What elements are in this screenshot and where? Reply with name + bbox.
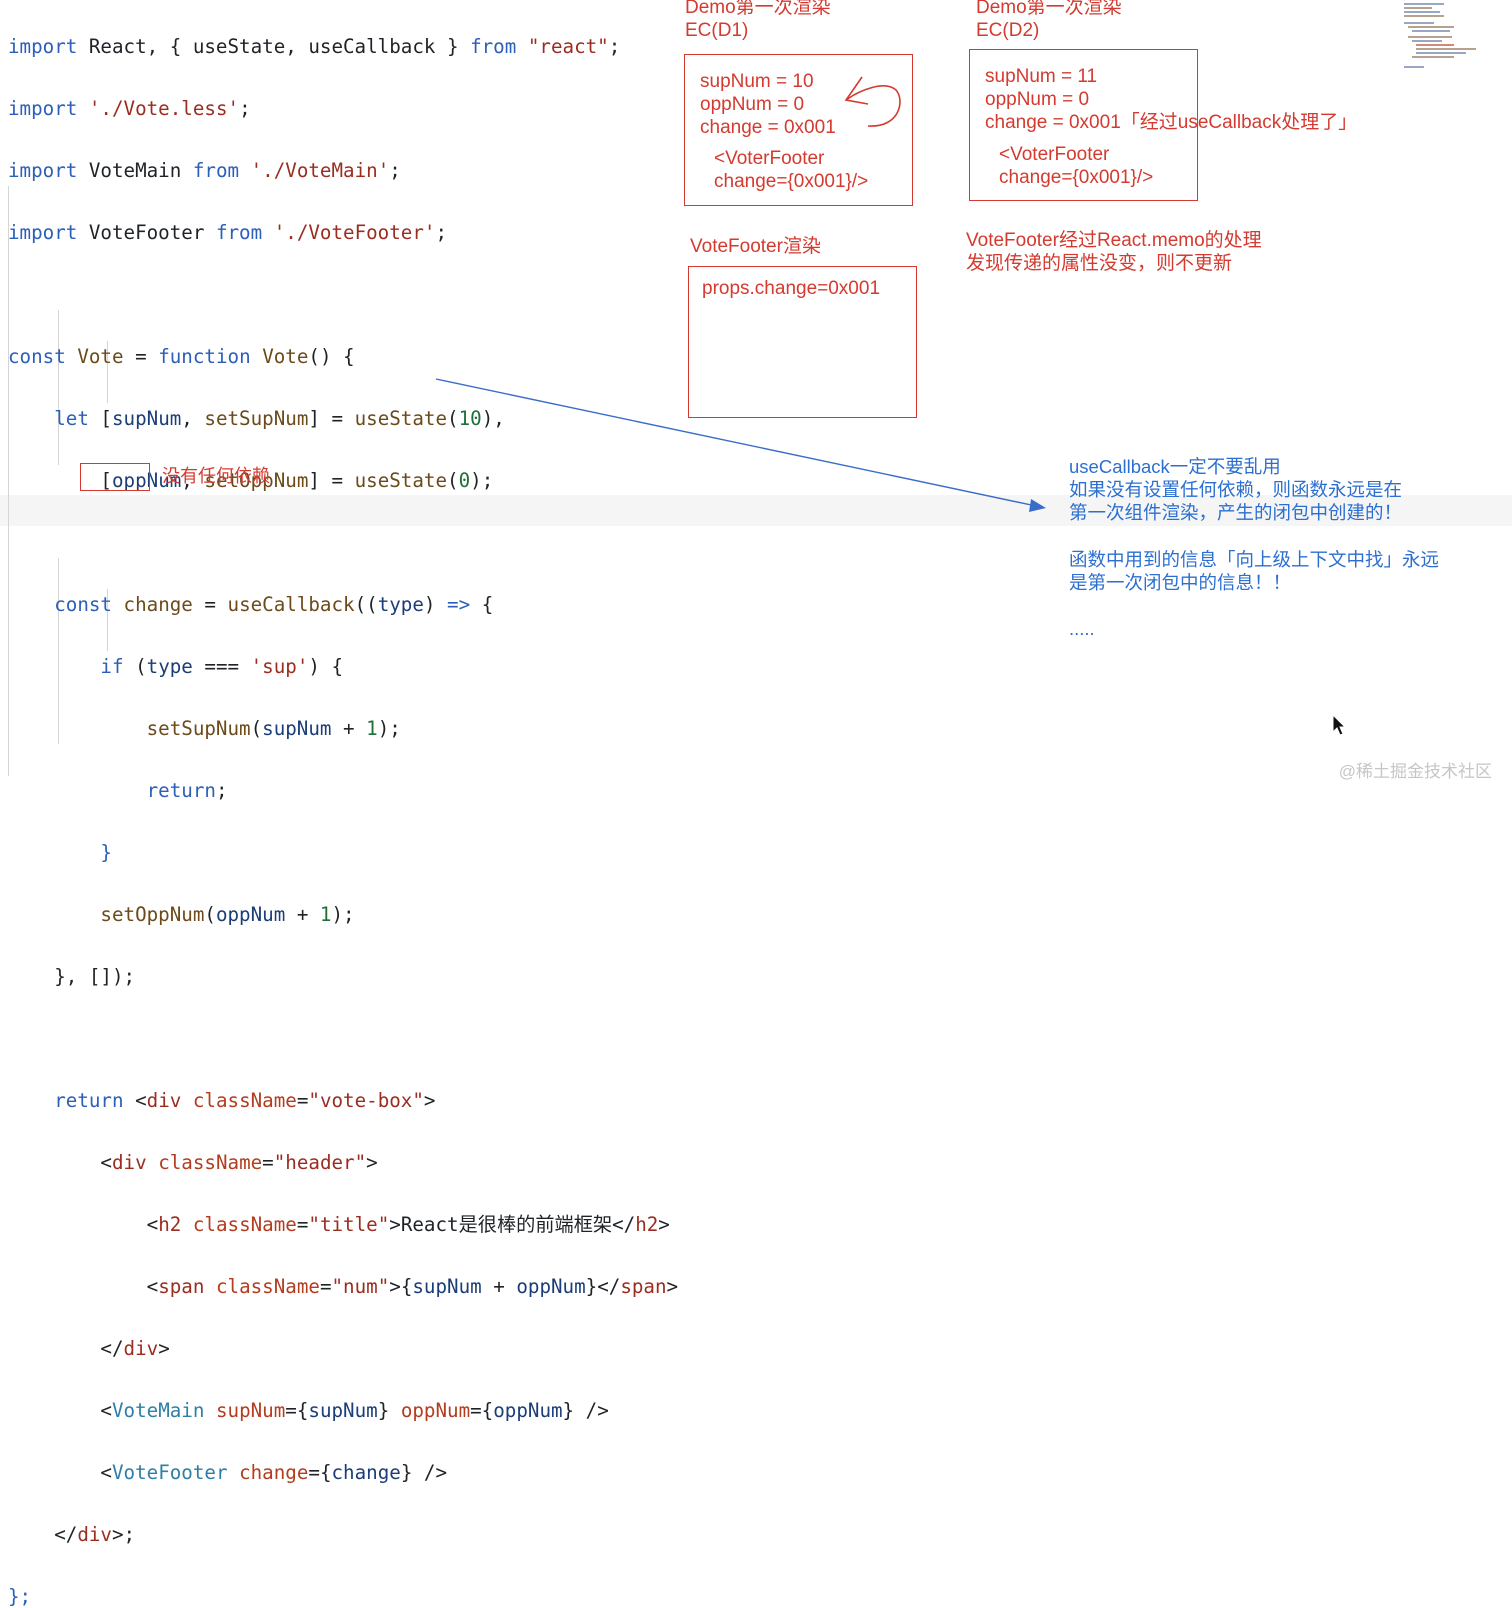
- code-line-19: <div className="header">: [100, 1151, 378, 1174]
- ec-d1-body: supNum = 10 oppNum = 0 change = 0x001: [700, 71, 836, 138]
- code-editor[interactable]: import React, { useState, useCallback } …: [8, 0, 678, 1608]
- code-line-26: };: [8, 1585, 32, 1608]
- ec-d2-jsx: <VoterFooter change={0x001}/>: [999, 144, 1154, 188]
- ec-d1-box: [684, 54, 913, 206]
- closure-note: 函数中用到的信息「向上级上下文中找」永远 是第一次闭包中的信息！！: [1069, 549, 1440, 593]
- code-line-25: </div>;: [54, 1523, 136, 1546]
- code-line-10: const change = useCallback((type) => {: [54, 593, 494, 616]
- deps-highlight-box: [80, 463, 150, 491]
- ec-d2-title: Demo第一次渲染 EC(D2): [976, 0, 1122, 41]
- ec-d1-title: Demo第一次渲染 EC(D1): [685, 0, 831, 41]
- indent-guide: [58, 310, 59, 465]
- code-line-7: let [supNum, setSupNum] = useState(10),: [54, 407, 505, 430]
- code-line-14: }: [100, 841, 112, 864]
- code-line-2: import './Vote.less';: [8, 97, 251, 120]
- memo-note: VoteFooter经过React.memo的处理 发现传递的属性没变，则不更新: [966, 230, 1262, 274]
- code-line-9: [8, 527, 678, 558]
- code-line-18: return <div className="vote-box">: [54, 1089, 436, 1112]
- ec-d2-box: [969, 49, 1198, 201]
- code-line-21: <span className="num">{supNum + oppNum}<…: [146, 1275, 679, 1298]
- code-line-22: </div>: [100, 1337, 170, 1360]
- code-line-15: setOppNum(oppNum + 1);: [100, 903, 355, 926]
- ec-d1-jsx: <VoterFooter change={0x001}/>: [714, 148, 869, 192]
- no-deps-note: 没有任何依赖: [162, 466, 270, 486]
- code-minimap[interactable]: [1398, 0, 1512, 72]
- deps-array: []);: [88, 965, 136, 988]
- indent-guide: [107, 589, 108, 651]
- footer-render-body: props.change=0x001: [702, 278, 881, 299]
- indent-guide: [58, 558, 59, 744]
- code-line-23: <VoteMain supNum={supNum} oppNum={oppNum…: [100, 1399, 609, 1422]
- usecallback-note: useCallback一定不要乱用 如果没有设置任何依赖，则函数永远是在 第一次…: [1069, 456, 1403, 523]
- code-line-11: if (type === 'sup') {: [100, 655, 344, 678]
- indent-guide: [8, 186, 9, 776]
- ec-d2-body: supNum = 11 oppNum = 0 change = 0x001「经过…: [985, 66, 1358, 133]
- code-line-16: }, []);: [54, 965, 136, 988]
- indent-guide: [107, 341, 108, 403]
- code-line-24: <VoteFooter change={change} />: [100, 1461, 448, 1484]
- code-line-13: return;: [146, 779, 228, 802]
- code-line-17: [8, 1023, 678, 1054]
- code-line-1: import React, { useState, useCallback } …: [8, 35, 621, 58]
- mouse-pointer-icon: [1332, 714, 1347, 736]
- watermark: @稀土掘金技术社区: [1338, 762, 1492, 781]
- footer-render-title: VoteFooter渲染: [690, 236, 821, 257]
- code-line-5: [8, 279, 678, 310]
- code-line-20: <h2 className="title">React是很棒的前端框架</h2>: [146, 1213, 670, 1236]
- code-line-12: setSupNum(supNum + 1);: [146, 717, 401, 740]
- code-line-4: import VoteFooter from './VoteFooter';: [8, 221, 448, 244]
- code-line-3: import VoteMain from './VoteMain';: [8, 159, 401, 182]
- ellipsis-note: .....: [1069, 618, 1095, 639]
- code-line-6: const Vote = function Vote() {: [8, 345, 355, 368]
